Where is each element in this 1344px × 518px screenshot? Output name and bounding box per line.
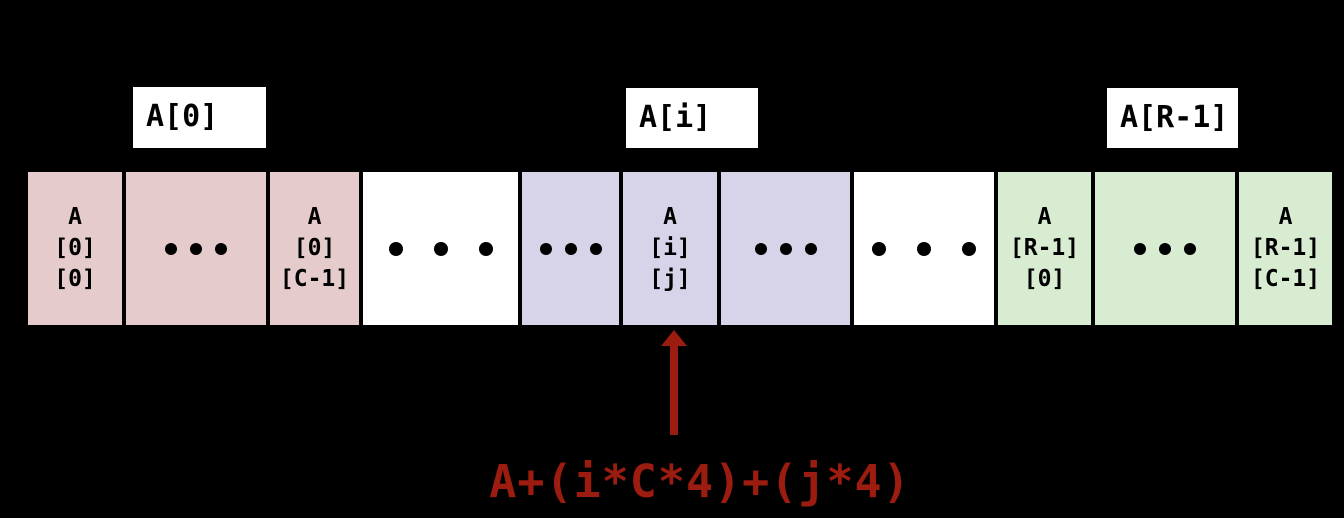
cell-label-line: [j] [649, 266, 691, 292]
cell-label-line: [0] [293, 235, 336, 261]
cell-label-line: A [663, 204, 677, 230]
cell-label-line: A [68, 204, 82, 230]
ellipsis-cell [522, 172, 619, 325]
ellipsis-dots-icon [1134, 242, 1196, 255]
up-arrow-shaft [670, 346, 678, 435]
cell-label-line: [i] [649, 235, 691, 261]
row-label-a0: A[0] [133, 87, 266, 148]
dot [917, 241, 931, 256]
up-arrow-head [661, 330, 687, 346]
cell-label-line: [0] [54, 235, 96, 261]
cell-label-line: A [307, 204, 322, 230]
cell-label-line: A [1037, 204, 1052, 230]
address-formula: A+(i*C*4)+(j*4) [489, 455, 911, 508]
dot [804, 242, 817, 255]
dot [779, 242, 792, 255]
cell-label-line: [0] [54, 266, 96, 292]
memory-row: A [0] [0] A [0] [C-1] A [i] [j] A [R-1] [0] A [R-1] [C… [28, 172, 1332, 325]
dot [539, 242, 552, 255]
row-label-ai: A[i] [626, 88, 758, 148]
ellipsis-cell [854, 172, 994, 325]
dot [388, 241, 403, 256]
ellipsis-cell [126, 172, 266, 325]
row-label-ar-1: A[R-1] [1107, 88, 1238, 148]
dot [754, 242, 767, 255]
dot [190, 242, 202, 255]
cell-label-line: [C-1] [279, 266, 350, 292]
dot [478, 241, 493, 256]
dot [962, 241, 976, 256]
ellipsis-cell [721, 172, 850, 325]
ellipsis-cell [363, 172, 518, 325]
cell-label-line: [R-1] [1250, 235, 1321, 261]
up-arrow-icon [661, 330, 687, 436]
dot [165, 242, 177, 255]
ellipsis-dots-icon [388, 241, 493, 256]
dot [1134, 242, 1146, 255]
dot [433, 241, 448, 256]
dot [589, 242, 602, 255]
dot [1159, 242, 1171, 255]
memory-cell: A [0] [0] [28, 172, 122, 325]
dot [564, 242, 577, 255]
ellipsis-dots-icon [754, 242, 817, 255]
memory-cell: A [R-1] [C-1] [1239, 172, 1332, 325]
cell-label-line: A [1278, 204, 1293, 230]
dot [872, 241, 886, 256]
dot [1184, 242, 1196, 255]
cell-label-line: [0] [1023, 266, 1066, 292]
cell-label-line: [C-1] [1250, 266, 1321, 292]
dot [215, 242, 227, 255]
cell-label-line: [R-1] [1009, 235, 1080, 261]
memory-cell: A [0] [C-1] [270, 172, 359, 325]
ellipsis-dots-icon [539, 242, 602, 255]
ellipsis-dots-icon [872, 241, 976, 256]
memory-cell: A [R-1] [0] [998, 172, 1091, 325]
ellipsis-cell [1095, 172, 1235, 325]
memory-cell: A [i] [j] [623, 172, 717, 325]
ellipsis-dots-icon [165, 242, 227, 255]
